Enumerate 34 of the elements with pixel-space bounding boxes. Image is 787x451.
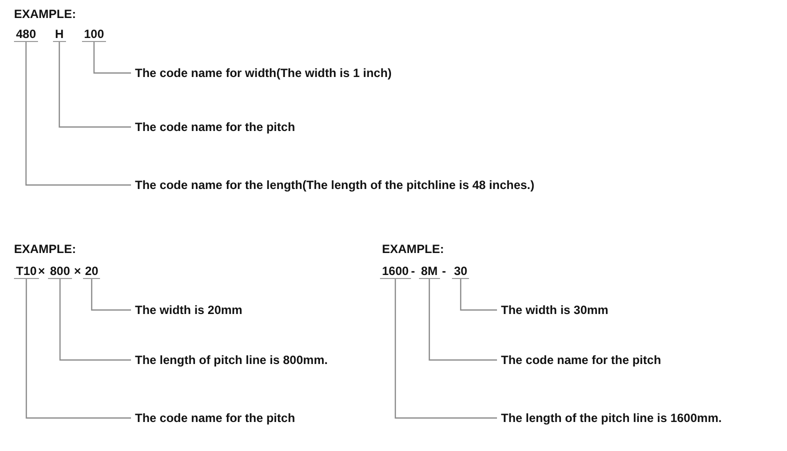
description-text: The code name for the pitch <box>501 353 662 367</box>
leader-line <box>26 279 131 419</box>
code-segment: 800 <box>48 264 72 279</box>
code-segment: 20 <box>83 264 100 279</box>
leader-line <box>59 279 131 361</box>
description-text: The length of the pitch line is 1600mm. <box>501 411 722 425</box>
description-text: The width is 30mm <box>501 303 608 317</box>
description-text: The code name for the pitch <box>135 411 296 425</box>
separator-symbol: - <box>442 264 446 278</box>
description-text: The code name for width(The width is 1 inch) <box>135 66 392 80</box>
code-segment: T10 <box>14 264 39 279</box>
code-segment: H <box>53 27 66 42</box>
description-text: The length of pitch line is 800mm. <box>135 353 328 367</box>
separator-symbol: × <box>74 264 82 278</box>
code-segment: 30 <box>452 264 470 279</box>
example-heading: EXAMPLE: <box>14 242 76 256</box>
description-text: The code name for the length(The length of the pitchline is 48 inches.) <box>135 178 534 192</box>
leader-line <box>25 42 131 186</box>
leader-line <box>58 42 131 128</box>
description-text: The code name for the pitch <box>135 120 296 134</box>
code-segment: 100 <box>82 27 106 42</box>
leader-line <box>460 279 497 311</box>
leader-line <box>91 279 131 311</box>
separator-symbol: - <box>411 264 415 278</box>
example-heading: EXAMPLE: <box>382 242 444 256</box>
code-segment: 480 <box>14 27 38 42</box>
code-segment: 8M <box>419 264 440 279</box>
description-text: The width is 20mm <box>135 303 242 317</box>
example-heading: EXAMPLE: <box>14 7 76 21</box>
leader-line <box>93 42 131 74</box>
leader-line <box>428 279 497 361</box>
separator-symbol: × <box>38 264 46 278</box>
code-segment: 1600 <box>380 264 411 279</box>
leader-line <box>394 279 497 419</box>
